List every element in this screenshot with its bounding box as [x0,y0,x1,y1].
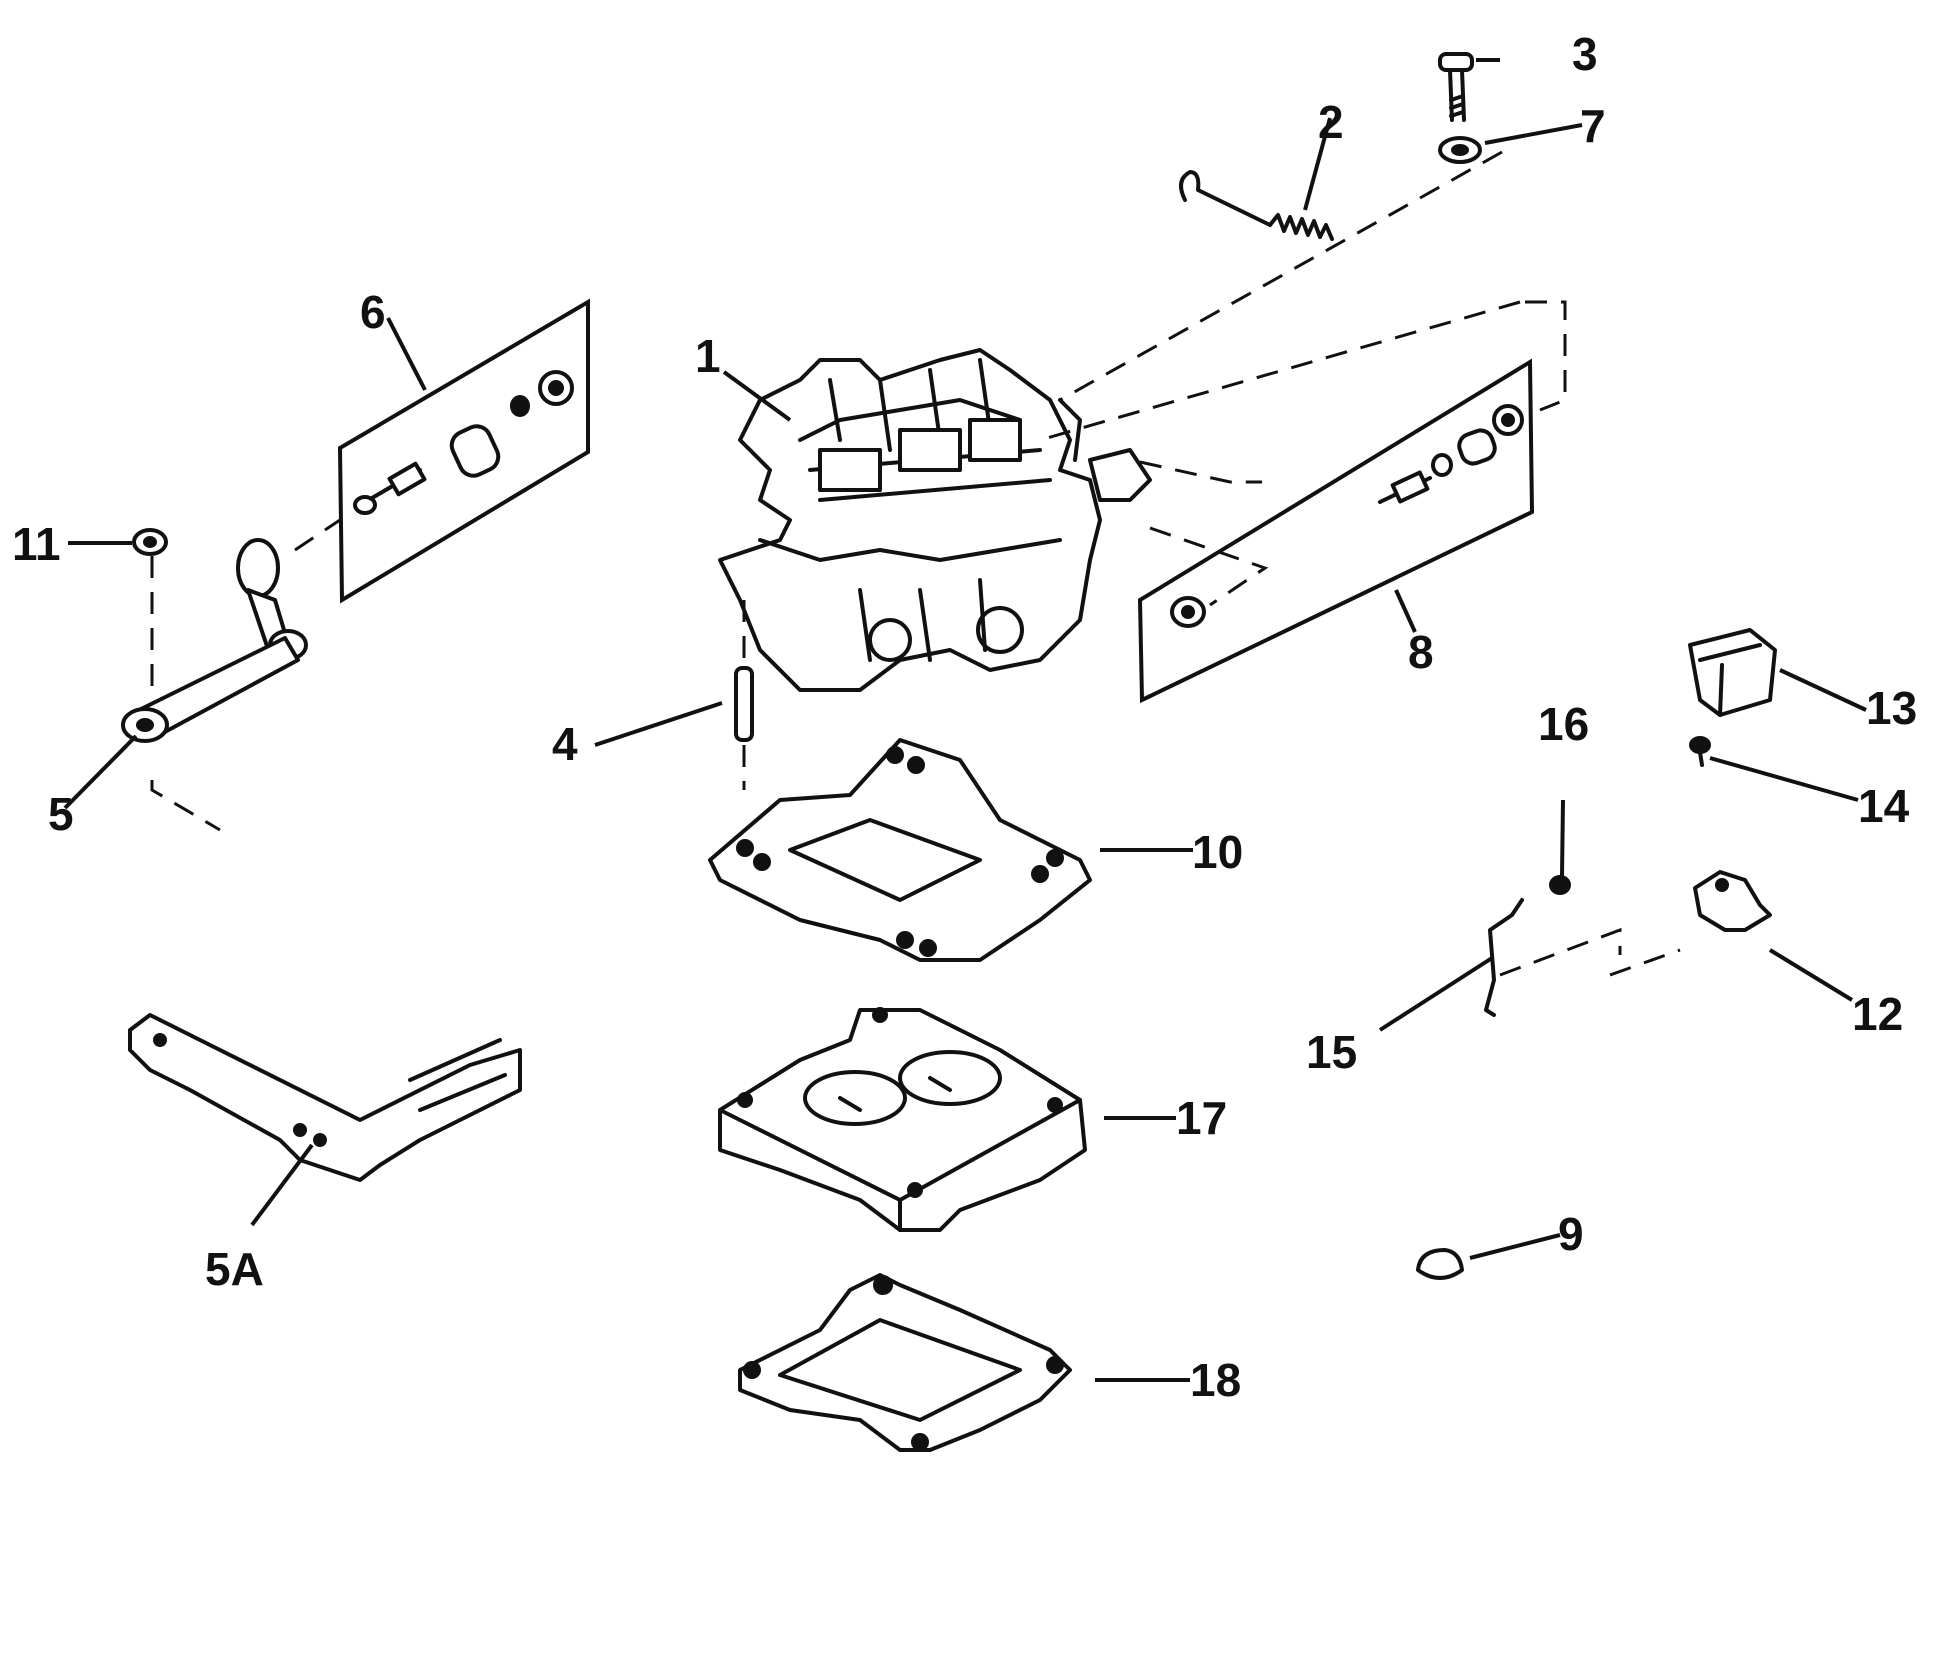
callout-9: 9 [1558,1208,1584,1260]
link-rod [1484,898,1524,1017]
callout-5: 5 [48,788,74,840]
callout-1: 1 [695,330,721,382]
callout-17: 17 [1176,1092,1227,1144]
callout-12: 12 [1852,988,1903,1040]
small-screw [1689,736,1711,767]
callout-6: 6 [360,286,386,338]
small-nut [132,528,168,556]
callout-7: 7 [1580,100,1606,152]
kit-panel-left [337,298,590,604]
bolt [1438,52,1474,122]
retainer-nut [1549,875,1571,895]
callout-10: 10 [1192,826,1243,878]
callout-15: 15 [1306,1026,1357,1078]
throttle-lever [121,538,308,743]
panel-part-sleeve [449,424,501,478]
kit-panel-right [1137,358,1535,704]
switch-block [1688,628,1777,717]
callout-13: 13 [1866,682,1917,734]
callout-labels: 1 2 3 4 5 5A 6 7 8 9 10 11 12 13 14 15 1… [12,28,1917,1406]
spacer-plate [718,1007,1087,1232]
leader-lines [63,58,1867,1382]
callout-3: 3 [1572,28,1598,80]
callout-4: 4 [552,718,578,770]
nut [1438,136,1482,164]
spring [1179,170,1334,241]
cap-plug [1416,1248,1464,1280]
carburetor-body [718,348,1152,692]
callout-2: 2 [1318,96,1344,148]
callout-8: 8 [1408,626,1434,678]
bracket [128,1013,522,1182]
carburetor-gasket [708,738,1092,962]
callout-16: 16 [1538,698,1589,750]
clip-bracket [1693,870,1772,932]
callout-11: 11 [12,518,61,570]
callout-14: 14 [1858,780,1910,832]
dowel-pin [734,666,754,742]
base-gasket [738,1273,1072,1452]
callout-18: 18 [1190,1354,1241,1406]
callout-5a: 5A [205,1243,264,1295]
alignment-lines [150,150,1681,977]
